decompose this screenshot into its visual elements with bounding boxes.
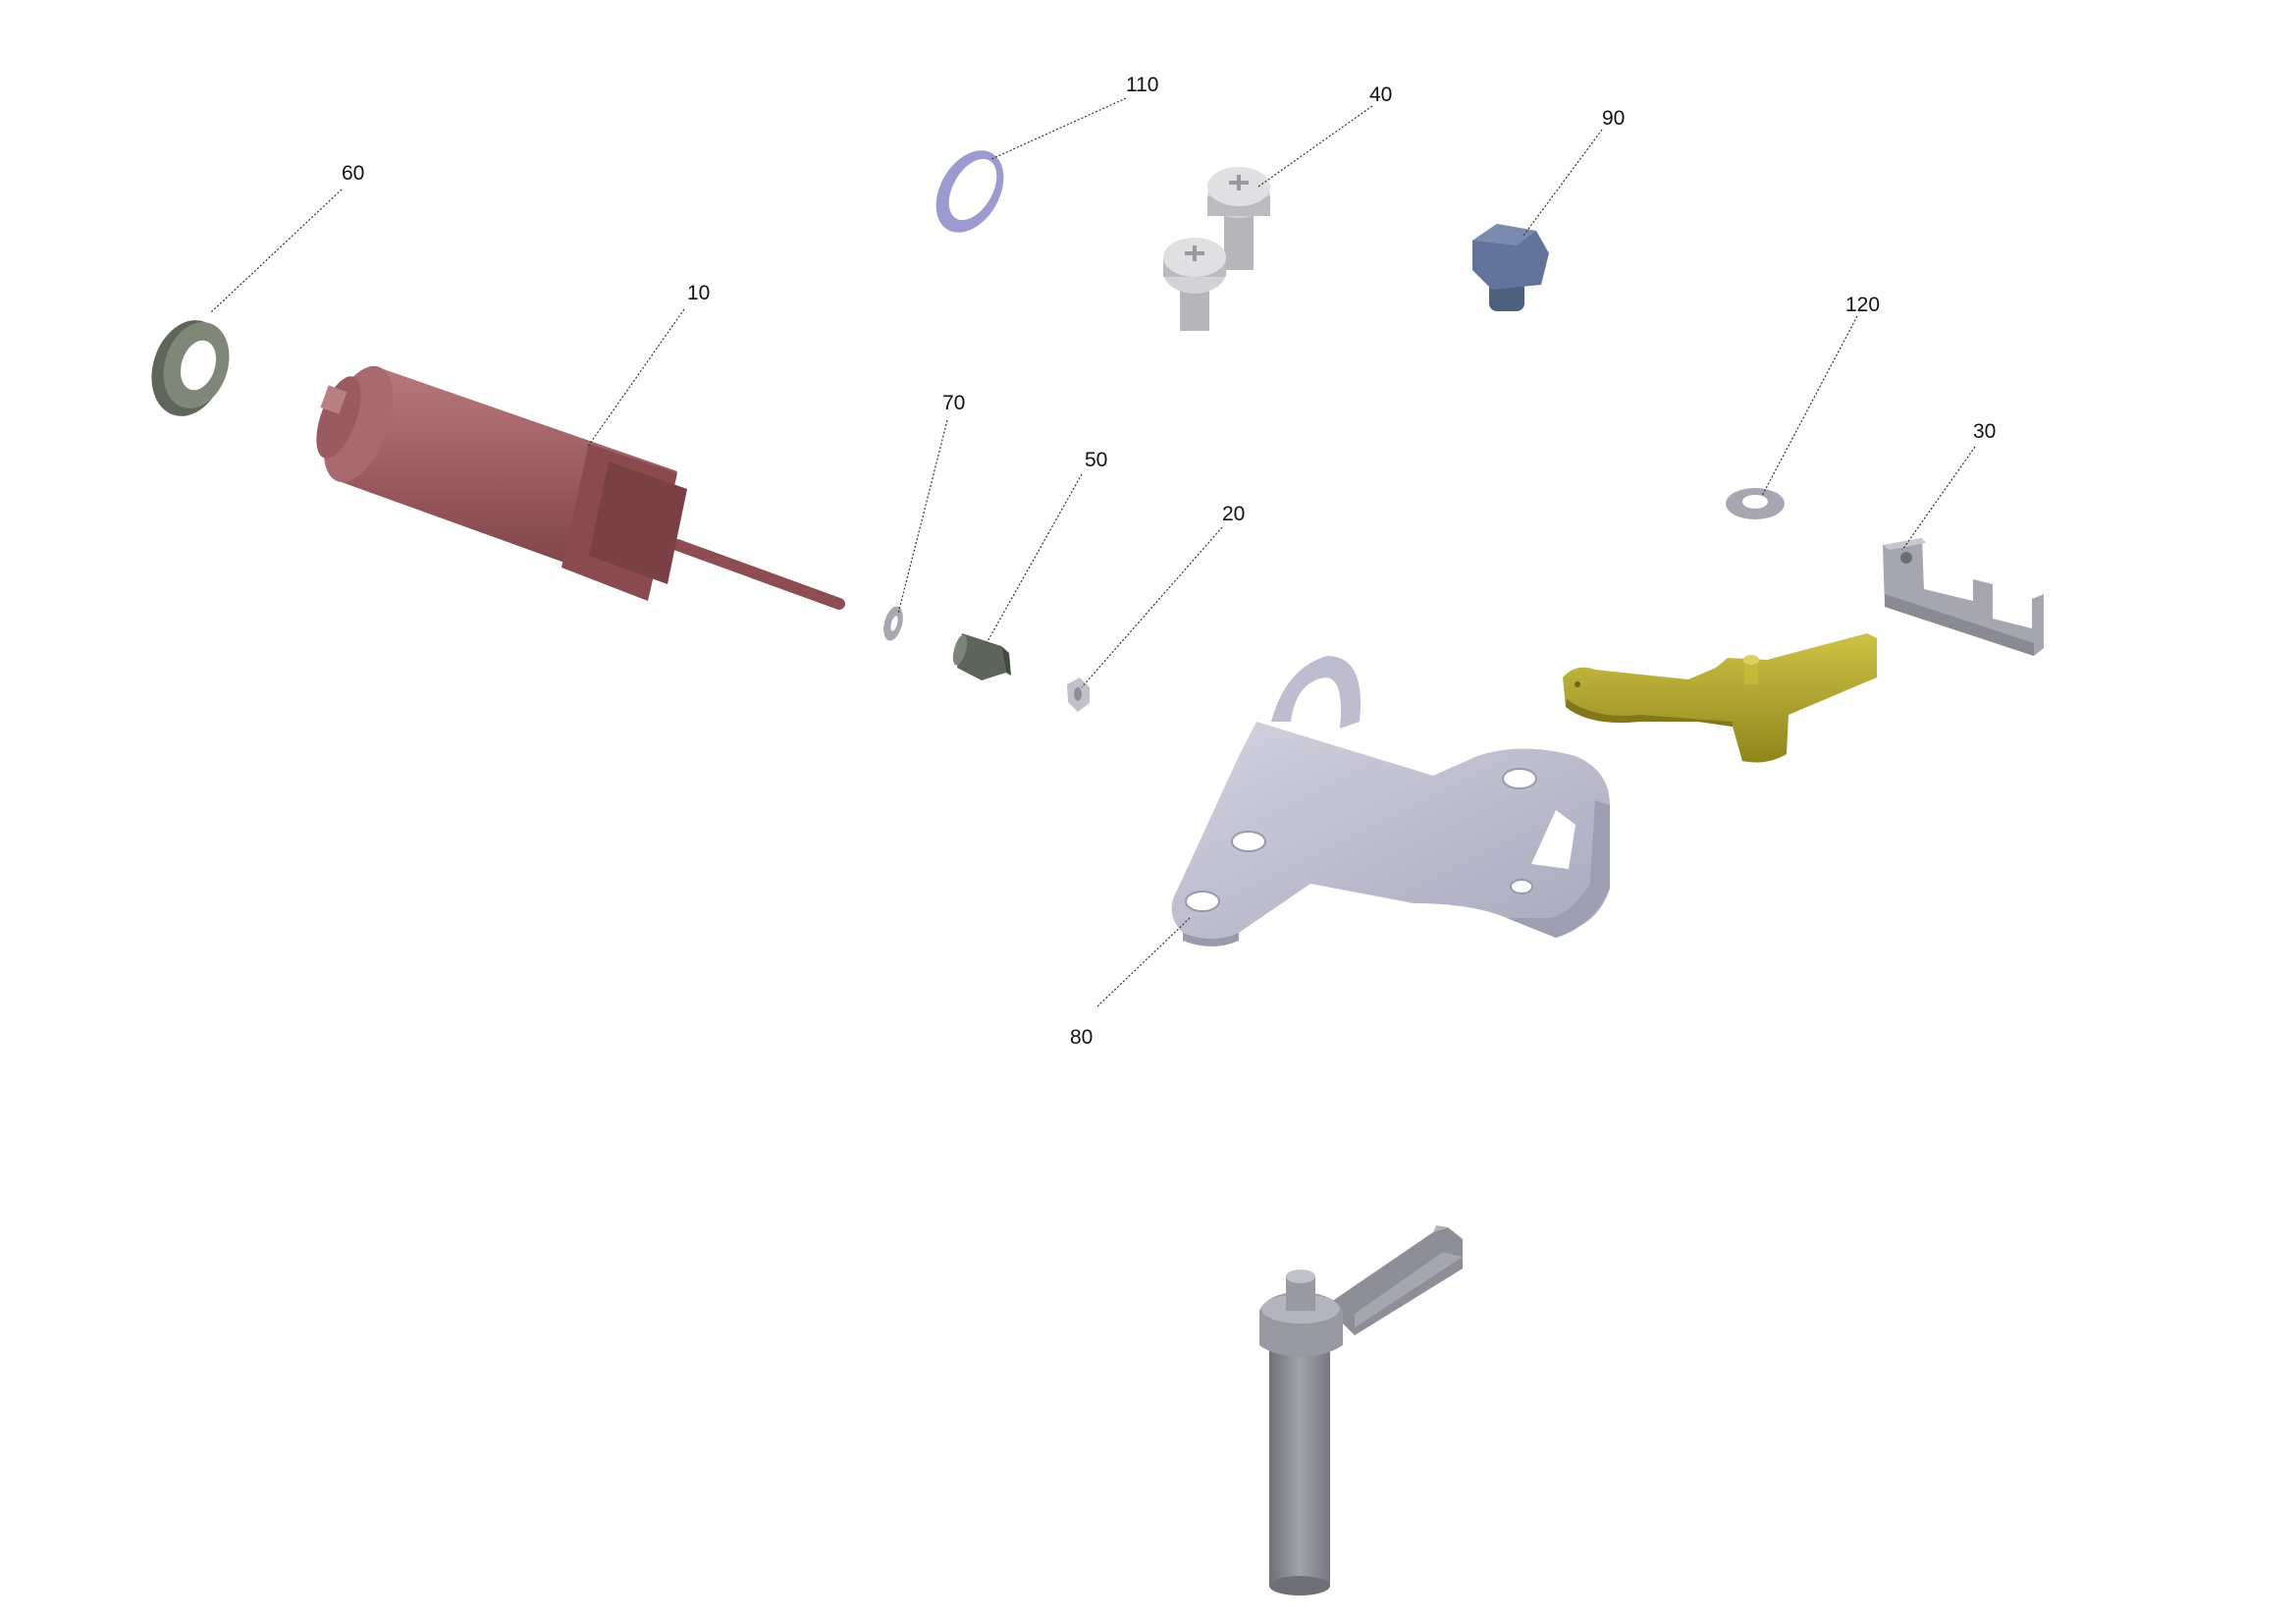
leader-110: [990, 97, 1127, 160]
callout-70: 70: [942, 392, 965, 414]
callout-10: 10: [687, 282, 710, 304]
leader-60: [210, 189, 343, 313]
callout-labels: 60 10 110 40 90 70 50 20 120 30 80: [342, 74, 1996, 1049]
part-70-washer: [883, 606, 903, 641]
callout-50: 50: [1085, 449, 1107, 471]
part-10-solenoid: [316, 365, 845, 610]
leader-70: [897, 419, 948, 615]
callout-30: 30: [1973, 420, 1996, 443]
part-60-ring-nut: [151, 320, 230, 416]
callout-120: 120: [1845, 294, 1880, 316]
callout-80: 80: [1070, 1026, 1093, 1049]
part-90-hex-plug: [1472, 224, 1549, 311]
part-50-spacer: [952, 633, 1011, 680]
callout-20: 20: [1222, 503, 1245, 525]
callout-40: 40: [1369, 83, 1392, 106]
callout-110: 110: [1126, 74, 1158, 96]
part-20-hex-nut: [1067, 677, 1090, 712]
part-120-washer: [1726, 488, 1785, 519]
callout-90: 90: [1602, 107, 1625, 130]
leader-30: [1901, 446, 1976, 551]
leader-lines: [210, 97, 1976, 1007]
part-lever: [1563, 633, 1877, 763]
part-40-screws: [1163, 167, 1270, 331]
part-30-stop-plate: [1883, 538, 2044, 656]
leader-10: [586, 308, 685, 449]
leader-120: [1761, 315, 1858, 497]
leader-80: [1096, 917, 1191, 1007]
part-shaft-lever: [1259, 1225, 1463, 1596]
part-80-bracket: [1171, 656, 1610, 947]
leader-20: [1081, 526, 1223, 688]
leader-90: [1522, 129, 1603, 237]
callout-60: 60: [342, 162, 364, 185]
part-110-o-ring: [935, 150, 1004, 233]
leader-50: [986, 473, 1083, 644]
leader-40: [1257, 105, 1373, 188]
